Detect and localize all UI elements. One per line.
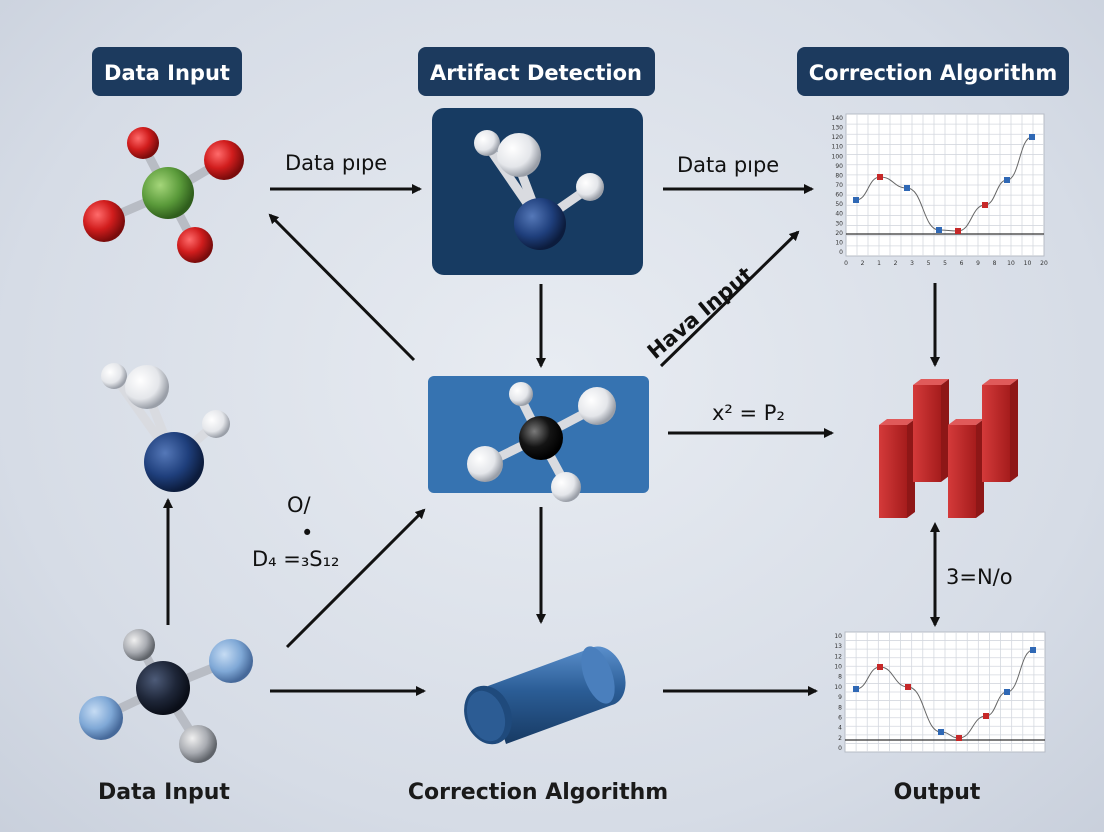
chart-top-x-tick: 5: [943, 260, 947, 267]
header-artifact-detection: Artifact Detection: [418, 47, 655, 96]
chart-top-x-tick: 5: [927, 260, 931, 267]
header-correction-algorithm-label: Correction Algorithm: [809, 61, 1058, 85]
chart-top-x-tick: 6: [960, 260, 964, 267]
bar-top: [913, 379, 949, 385]
chart-top-y-tick: 70: [835, 182, 843, 189]
chart-bottom-y-tick: 0: [838, 745, 842, 752]
chart-top-y-tick: 50: [835, 201, 843, 208]
chart-top-point: [1004, 177, 1010, 183]
detection-center-box: [428, 376, 649, 502]
formula-bottom: D₄ =₃S₁₂: [252, 547, 339, 571]
chart-top-x-tick: 3: [910, 260, 914, 267]
chart-top-y-tick: 40: [835, 211, 843, 218]
formula-dot: •: [301, 521, 313, 545]
chart-top-y-tick: 130: [832, 125, 844, 132]
molecule-navy-blue-grey: [79, 629, 253, 763]
chart-top-y-tick: 60: [835, 192, 843, 199]
header-data-input: Data Input: [92, 47, 242, 96]
header-artifact-detection-label: Artifact Detection: [430, 61, 642, 85]
chart-bottom-y-tick: 6: [838, 714, 842, 721]
chart-top-point: [1029, 134, 1035, 140]
bar-top: [948, 419, 984, 425]
flow-label-data-pipe-right: Data pıpe: [677, 153, 779, 177]
chart-bottom-point: [983, 713, 989, 719]
molecule-white-navy: [101, 363, 230, 492]
formula-top: O/: [287, 493, 312, 517]
arrow-center-to-data: [268, 213, 416, 362]
chart-bottom-point: [853, 686, 859, 692]
chart-top-y-tick: 90: [835, 163, 843, 170]
chart-bottom-y-tick: 2: [838, 735, 842, 742]
output-bar-chart-3d: [879, 379, 1018, 518]
bar-top: [879, 419, 915, 425]
bar-side: [1010, 379, 1018, 482]
arrow-center-to-chart: [659, 230, 800, 368]
chart-top-x-tick: 2: [861, 260, 865, 267]
bar-front: [948, 425, 976, 518]
bar-top: [982, 379, 1018, 385]
chart-bottom-y-tick: 8: [838, 674, 842, 681]
chart-bottom-point: [905, 684, 911, 690]
chart-top-y-tick: 30: [835, 220, 843, 227]
header-correction-algorithm: Correction Algorithm: [797, 47, 1069, 96]
chart-top-x-tick: 0: [844, 260, 848, 267]
chart-top-y-tick: 10: [835, 239, 843, 246]
chart-top-point: [955, 228, 961, 234]
chart-bottom-point: [1030, 647, 1036, 653]
chart-bottom-y-tick: 9: [838, 694, 842, 701]
flow-label-hava-input: Hava Input: [643, 262, 758, 364]
label-output-bottom: Output: [894, 780, 981, 805]
chart-top-x-tick: 9: [976, 260, 980, 267]
flow-label-data-pipe-left: Data pıpe: [285, 151, 387, 175]
chart-top-y-tick: 80: [835, 172, 843, 179]
chart-top-y-tick: 0: [839, 249, 843, 256]
bar-front: [879, 425, 907, 518]
flow-arrows: [163, 184, 940, 696]
flow-label-equation: x² = P₂: [712, 401, 785, 425]
flow-label-ratio: 3=N/o: [946, 565, 1013, 589]
chart-bottom-point: [956, 735, 962, 741]
chart-bottom-y-tick: 10: [834, 633, 842, 640]
chart-top-point: [853, 197, 859, 203]
chart-top-y-tick: 120: [832, 134, 844, 141]
chart-top-x-tick: 1: [877, 260, 881, 267]
chart-top-y-tick: 110: [832, 144, 844, 151]
molecule-green-red: [83, 127, 244, 263]
chart-top-y-tick: 20: [835, 230, 843, 237]
chart-bottom-y-tick: 8: [838, 704, 842, 711]
chart-bottom-y-tick: 10: [834, 664, 842, 671]
chart-top-point: [904, 185, 910, 191]
arrow-bottom-to-center: [285, 508, 426, 649]
chart-top-x-tick: 10: [1024, 260, 1032, 267]
label-correction-algorithm-bottom: Correction Algorithm: [408, 780, 668, 805]
label-data-input-bottom: Data Input: [98, 780, 230, 805]
chart-bottom-y-tick: 12: [834, 653, 842, 660]
chart-bottom-point: [1004, 689, 1010, 695]
chart-bottom-line: 10 13 12 10 8 10 9 8 6 4 2 0: [834, 631, 1046, 753]
chart-top-point: [877, 174, 883, 180]
artifact-detection-box: [432, 108, 643, 275]
chart-bottom-y-tick: 4: [838, 725, 842, 732]
chart-top-point: [936, 227, 942, 233]
header-data-input-label: Data Input: [104, 61, 230, 85]
chart-top-y-tick: 100: [832, 153, 844, 160]
correction-cylinder: [464, 646, 626, 745]
chart-bottom-point: [877, 664, 883, 670]
bar-front: [913, 385, 941, 482]
chart-bottom-y-tick: 13: [834, 643, 842, 650]
chart-bottom-point: [938, 729, 944, 735]
chart-top-point: [982, 202, 988, 208]
bar-front: [982, 385, 1010, 482]
chart-top-y-tick: 140: [832, 115, 844, 122]
chart-bottom-y-tick: 10: [834, 684, 842, 691]
chart-top-x-tick: 10: [1007, 260, 1015, 267]
bar-side: [941, 379, 949, 482]
chart-top-x-tick: 2: [894, 260, 898, 267]
chart-top-x-tick: 20: [1040, 260, 1048, 267]
chart-top-x-tick: 8: [993, 260, 997, 267]
